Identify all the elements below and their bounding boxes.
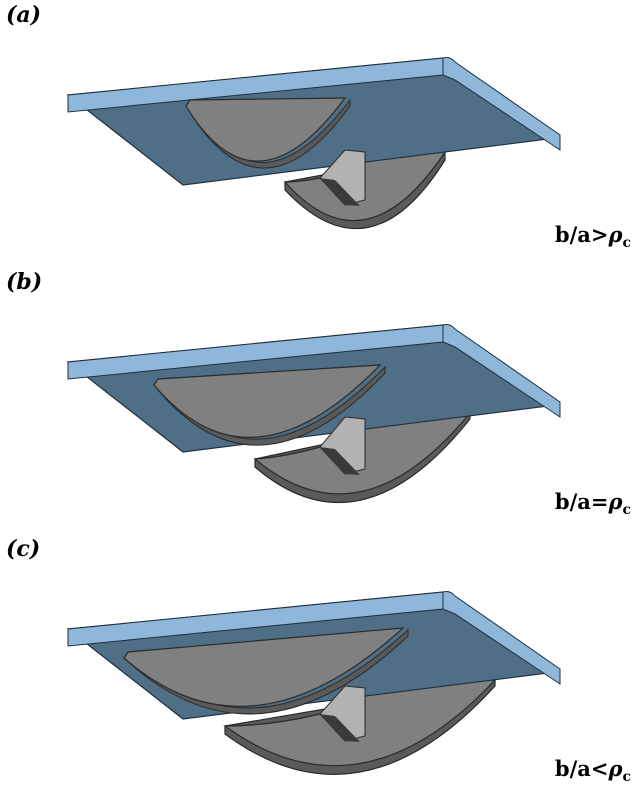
model-illustration-b	[66, 324, 561, 504]
condition-label: b/a=ρc	[554, 489, 631, 519]
condition-label: b/a>ρc	[554, 222, 631, 252]
upper-disk	[185, 97, 351, 169]
upper-disk	[153, 364, 386, 446]
panel-a: (a) b/a>ρc	[0, 0, 641, 266]
web	[319, 416, 366, 475]
panel-label: (c)	[6, 536, 41, 562]
model-illustration-c	[66, 591, 561, 775]
web	[319, 149, 366, 206]
panel-b: (b) b/a=ρc	[0, 267, 641, 533]
model-illustration-a	[66, 57, 561, 230]
condition-label: b/a<ρc	[554, 756, 631, 786]
panel-c: (c) b/a<ρc	[0, 534, 641, 800]
upper-disk	[123, 627, 409, 715]
web	[319, 685, 366, 742]
panel-label: (a)	[6, 2, 42, 28]
panel-label: (b)	[6, 269, 43, 295]
